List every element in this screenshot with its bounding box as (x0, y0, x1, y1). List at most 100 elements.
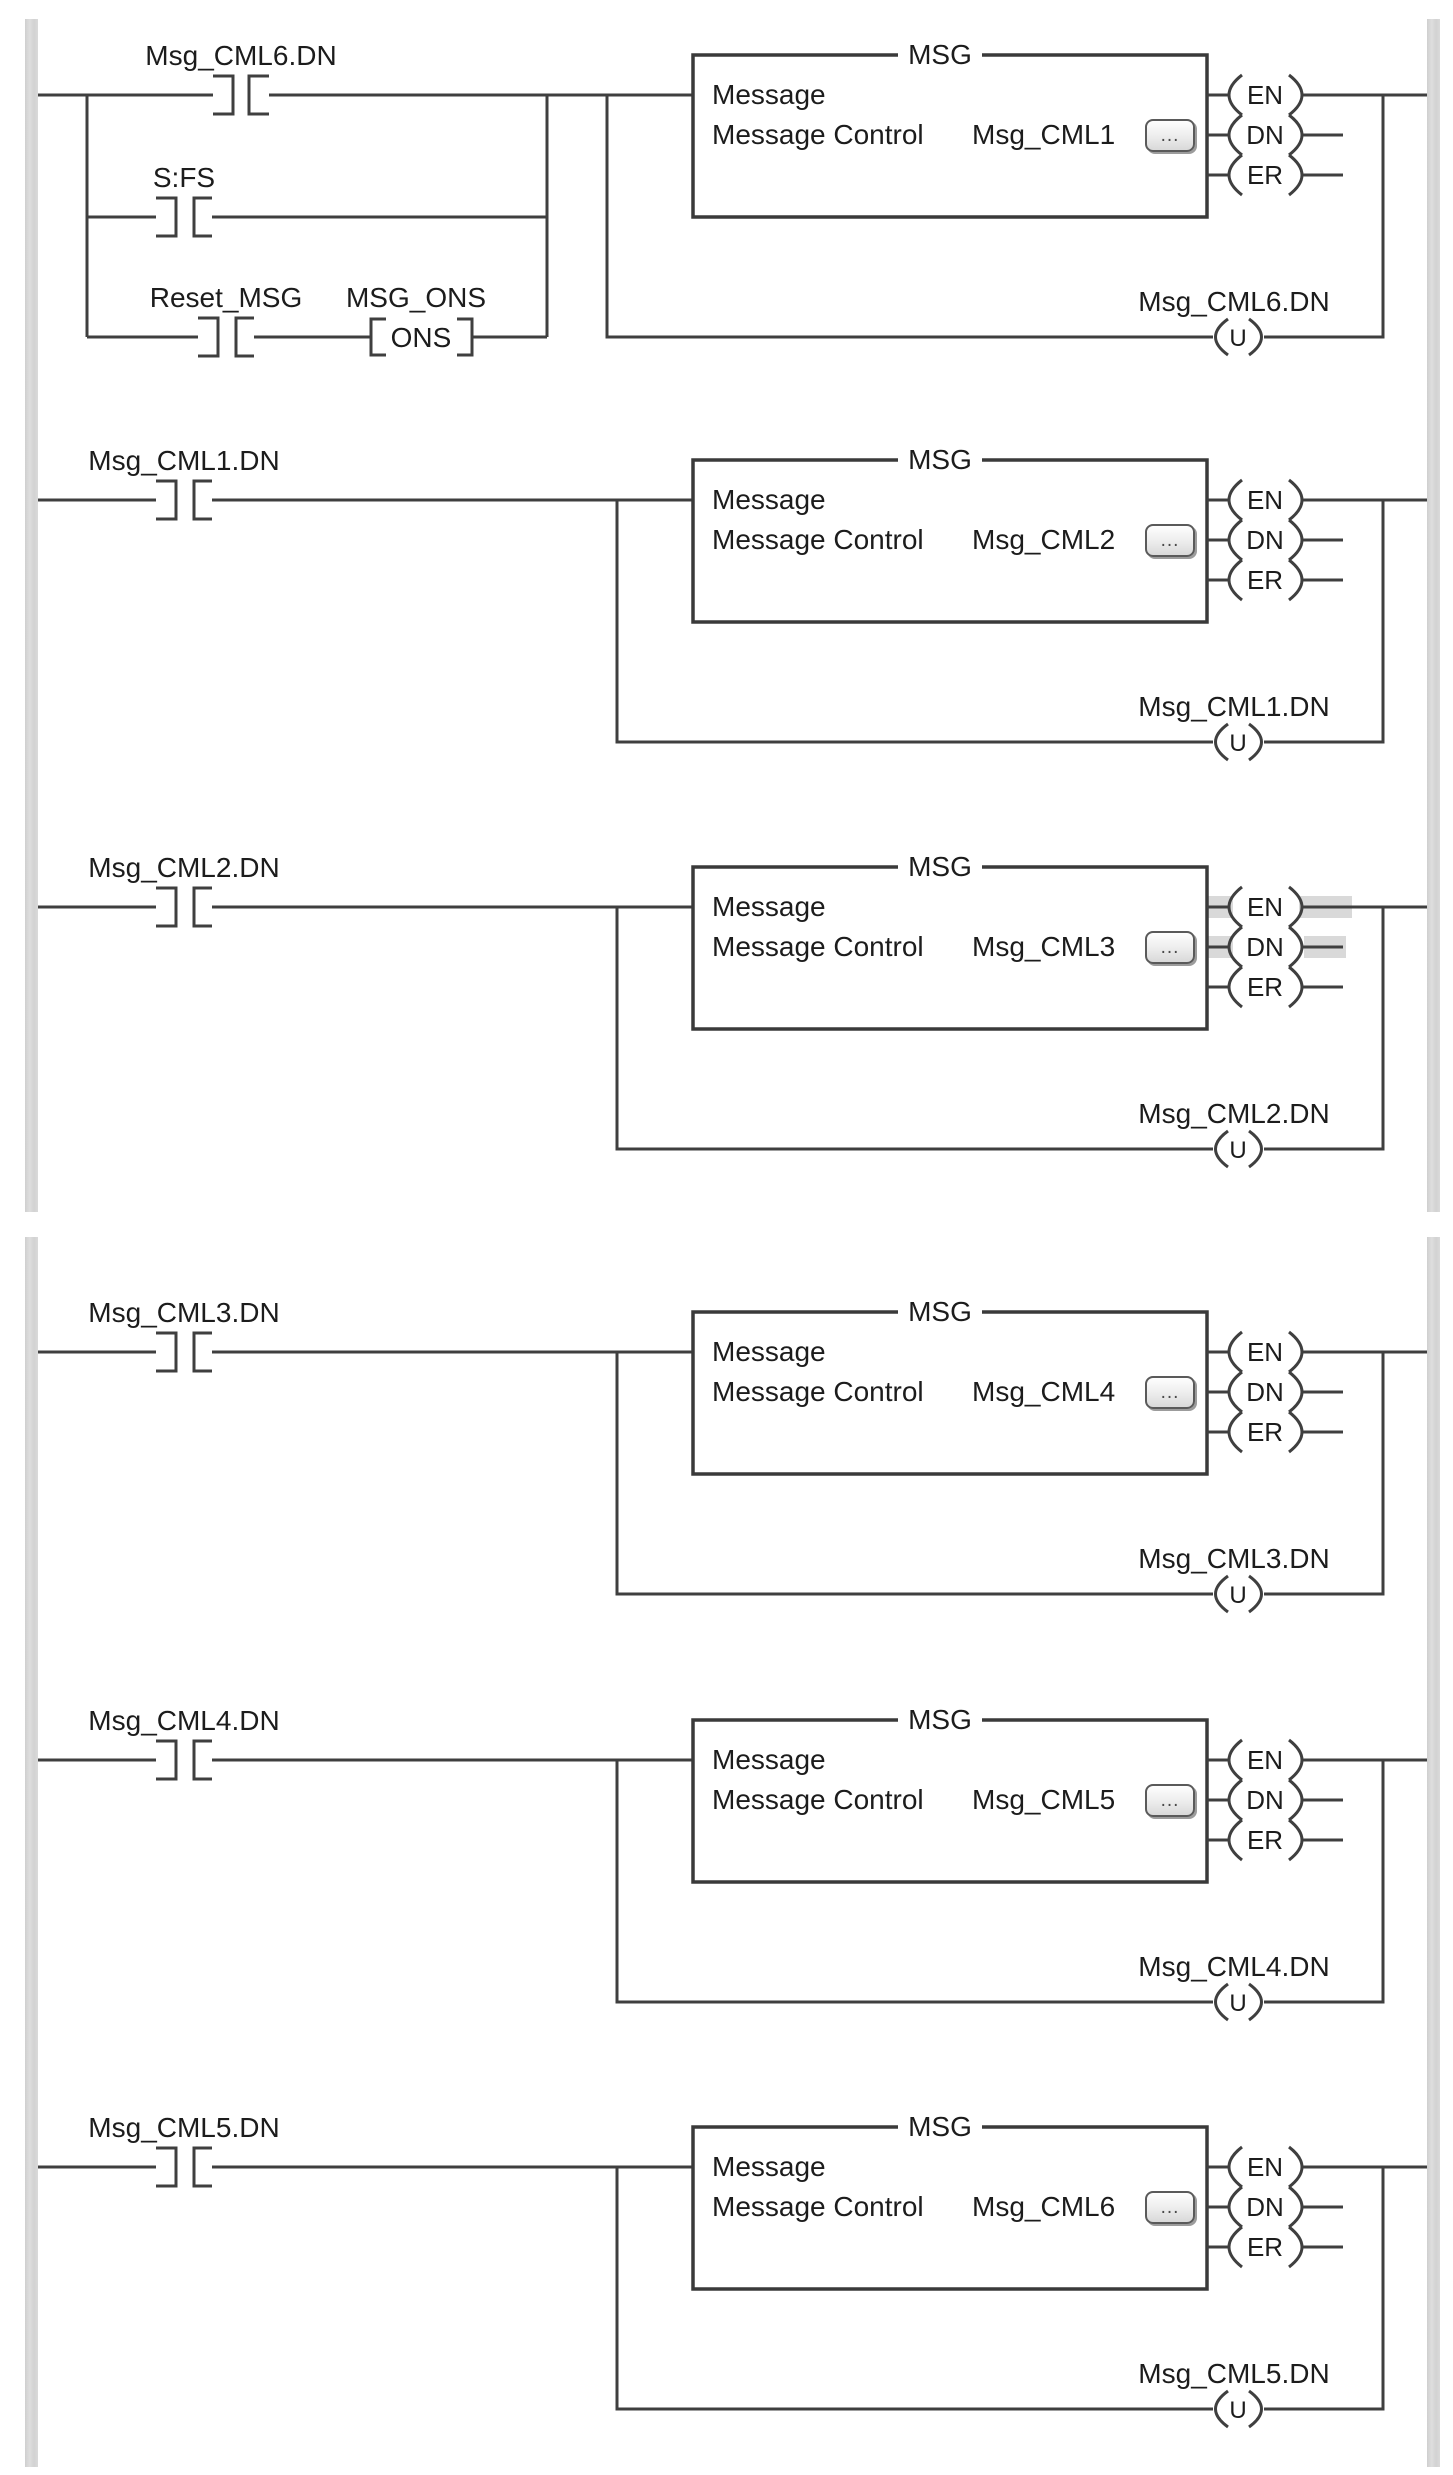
xic-contact[interactable]: Msg_CML2.DN (88, 852, 280, 928)
msg-control-tag: Msg_CML6 (972, 2191, 1115, 2222)
er-output-coil[interactable]: ER (1227, 1818, 1304, 1862)
message-config-browse-button[interactable]: ... (1145, 119, 1195, 152)
coil-right-paren (1288, 2185, 1304, 2229)
dn-output-coil[interactable]: DN (1227, 1370, 1304, 1414)
ons-left-bracket (369, 317, 386, 357)
er-output-coil[interactable]: ER (1227, 965, 1304, 1009)
msg-line1: Message (712, 79, 826, 110)
msg-instruction-block[interactable]: MSG Message Message Control Msg_CML1 (691, 39, 1209, 219)
unlatch-coil[interactable]: U Msg_CML4.DN (1138, 1951, 1330, 2022)
unlatch-coil[interactable]: U Msg_CML1.DN (1138, 691, 1330, 762)
msg-control-tag: Msg_CML1 (972, 119, 1115, 150)
unlatch-tag-label: Msg_CML4.DN (1138, 1951, 1329, 1982)
left-power-rail-page-1 (25, 19, 38, 1212)
coil-label: U (1229, 325, 1246, 352)
contact-left-bracket (156, 196, 178, 238)
en-output-coil[interactable]: EN (1227, 1738, 1304, 1782)
msg-line2: Message Control (712, 524, 924, 555)
contact-tag-label: Msg_CML3.DN (88, 1297, 279, 1328)
xic-contact-sfs[interactable]: S:FS (153, 162, 215, 238)
coil-label: ER (1247, 565, 1283, 595)
msg-instruction-block[interactable]: MSG Message Message Control Msg_CML2 (691, 444, 1209, 624)
coil-label: EN (1247, 1745, 1283, 1775)
er-output-coil[interactable]: ER (1227, 153, 1304, 197)
msg-title: MSG (908, 1704, 972, 1735)
coil-left-paren (1227, 1370, 1243, 1414)
message-config-browse-button[interactable]: ... (1145, 931, 1195, 964)
message-config-browse-button[interactable]: ... (1145, 1784, 1195, 1817)
unlatch-coil[interactable]: U Msg_CML3.DN (1138, 1543, 1330, 1614)
coil-label: DN (1246, 1785, 1284, 1815)
msg-control-tag: Msg_CML5 (972, 1784, 1115, 1815)
coil-right-paren (1288, 2225, 1304, 2269)
coil-right-paren (1288, 1778, 1304, 1822)
coil-left-paren (1227, 518, 1243, 562)
coil-left-paren (1214, 1129, 1229, 1169)
msg-line2: Message Control (712, 119, 924, 150)
contact-left-bracket (156, 886, 178, 928)
rung-1: Msg_CML6.DN S:FS Reset_MSG (38, 39, 1427, 358)
coil-left-paren (1227, 2185, 1243, 2229)
en-output-coil[interactable]: EN (1227, 478, 1304, 522)
xic-contact[interactable]: Msg_CML1.DN (88, 445, 280, 521)
er-output-coil[interactable]: ER (1227, 2225, 1304, 2269)
coil-right-paren (1288, 113, 1304, 157)
en-output-coil[interactable]: EN (1227, 1330, 1304, 1374)
coil-label: ER (1247, 1417, 1283, 1447)
dn-output-coil[interactable]: DN (1227, 925, 1304, 969)
coil-label: U (1229, 730, 1246, 757)
coil-left-paren (1214, 1982, 1229, 2022)
dn-output-coil[interactable]: DN (1227, 1778, 1304, 1822)
message-config-browse-button[interactable]: ... (1145, 2191, 1195, 2224)
unlatch-coil[interactable]: U Msg_CML6.DN (1138, 286, 1330, 357)
ons-instruction[interactable]: ONS MSG_ONS (346, 282, 486, 357)
dn-output-coil[interactable]: DN (1227, 2185, 1304, 2229)
xic-contact[interactable]: Msg_CML5.DN (88, 2112, 280, 2188)
xic-contact-reset[interactable]: Reset_MSG (150, 282, 303, 358)
msg-instruction-block[interactable]: MSG Message Message Control Msg_CML3 (691, 851, 1209, 1031)
msg-instruction-block[interactable]: MSG Message Message Control Msg_CML4 (691, 1296, 1209, 1476)
rung-4: Msg_CML3.DN MSG Message Message Control … (38, 1296, 1427, 1614)
dn-output-coil[interactable]: DN (1227, 113, 1304, 157)
message-config-browse-button[interactable]: ... (1145, 524, 1195, 557)
en-output-coil[interactable]: EN (1227, 73, 1304, 117)
contact-tag-label: Msg_CML1.DN (88, 445, 279, 476)
msg-instruction-block[interactable]: MSG Message Message Control Msg_CML5 (691, 1704, 1209, 1884)
dn-output-coil[interactable]: DN (1227, 518, 1304, 562)
coil-right-paren (1288, 925, 1304, 969)
unlatch-tag-label: Msg_CML5.DN (1138, 2358, 1329, 2389)
contact-left-bracket (156, 1739, 178, 1781)
xic-contact[interactable]: Msg_CML3.DN (88, 1297, 280, 1373)
coil-label: DN (1246, 2192, 1284, 2222)
unlatch-branch-wire (1264, 1760, 1385, 2004)
msg-line1: Message (712, 1336, 826, 1367)
contact-right-bracket (192, 886, 212, 928)
unlatch-coil[interactable]: U Msg_CML5.DN (1138, 2358, 1330, 2429)
msg-instruction-block[interactable]: MSG Message Message Control Msg_CML6 (691, 2111, 1209, 2291)
left-power-rail-page-2 (25, 1237, 38, 2467)
er-output-coil[interactable]: ER (1227, 1410, 1304, 1454)
message-config-browse-button[interactable]: ... (1145, 1376, 1195, 1409)
contact-left-bracket (198, 316, 220, 358)
unlatch-branch-wire (1264, 907, 1385, 1151)
right-power-rail-page-1 (1427, 19, 1440, 1212)
coil-label: ER (1247, 2232, 1283, 2262)
xic-contact[interactable]: Msg_CML4.DN (88, 1705, 280, 1781)
en-output-coil[interactable]: EN (1227, 885, 1304, 929)
coil-right-paren (1288, 965, 1304, 1009)
contact-tag-label: Msg_CML6.DN (145, 40, 336, 71)
coil-label: DN (1246, 525, 1284, 555)
en-output-coil[interactable]: EN (1227, 2145, 1304, 2189)
er-output-coil[interactable]: ER (1227, 558, 1304, 602)
contact-tag-label: Msg_CML4.DN (88, 1705, 279, 1736)
unlatch-coil[interactable]: U Msg_CML2.DN (1138, 1098, 1330, 1169)
coil-right-paren (1288, 1370, 1304, 1414)
msg-title: MSG (908, 1296, 972, 1327)
coil-left-paren (1227, 1738, 1243, 1782)
coil-label: U (1229, 2397, 1246, 2424)
xic-contact[interactable]: Msg_CML6.DN (145, 40, 337, 116)
coil-left-paren (1227, 885, 1243, 929)
contact-right-bracket (234, 316, 254, 358)
coil-left-paren (1227, 925, 1243, 969)
